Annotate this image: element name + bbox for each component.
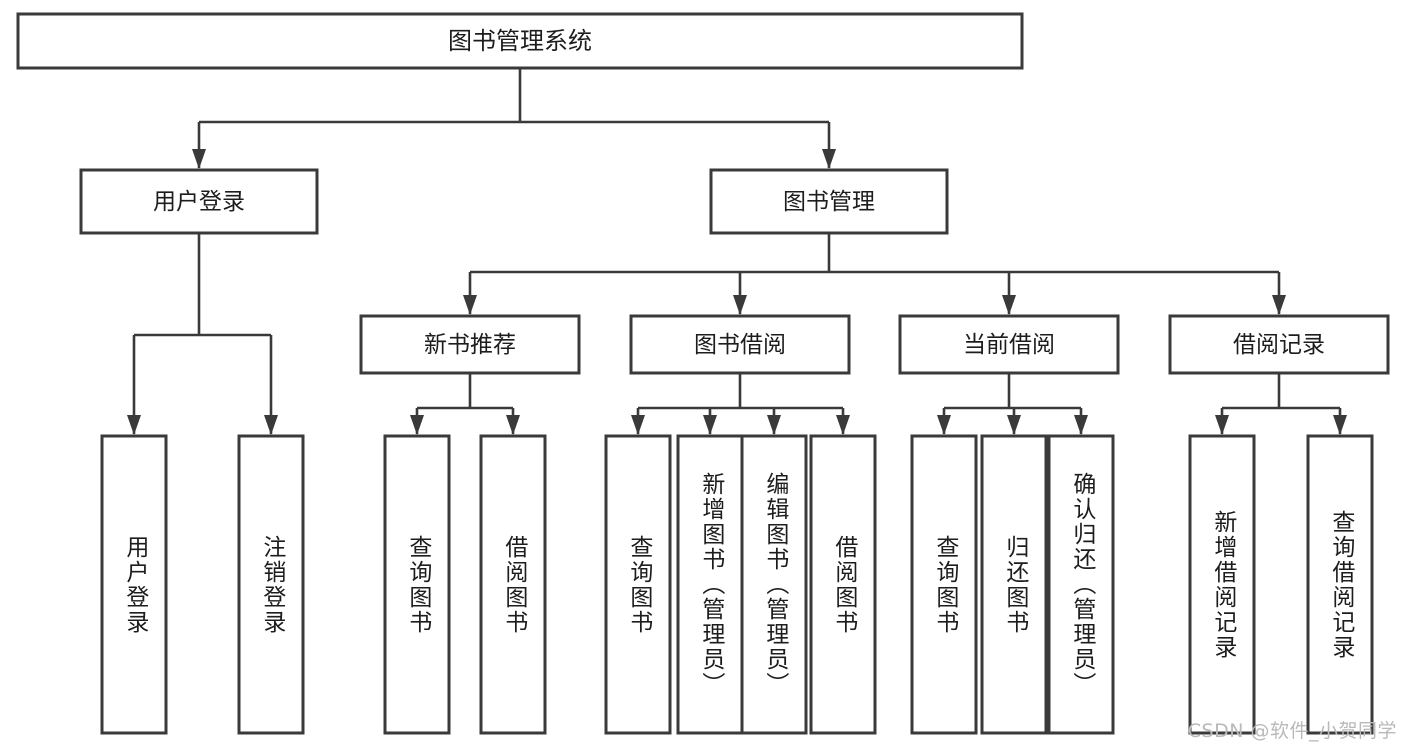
node-box[interactable] — [910, 434, 978, 735]
leaf-node-注销登录-1[interactable] — [237, 434, 305, 735]
level1-node-图书管理-1[interactable] — [709, 168, 949, 235]
arrow-head-icon — [631, 415, 645, 435]
node-box[interactable] — [709, 168, 949, 235]
leaf-node-借阅图书-7[interactable] — [809, 434, 877, 735]
leaf-node-借阅图书-3[interactable] — [479, 434, 547, 735]
node-box[interactable] — [1306, 434, 1374, 735]
arrow-head-icon — [127, 415, 141, 435]
arrow-head-icon — [733, 295, 747, 315]
level2-node-图书借阅-1[interactable] — [629, 314, 851, 375]
arrow-head-icon — [703, 415, 717, 435]
node-box[interactable] — [1047, 434, 1115, 735]
arrow-head-icon — [836, 415, 850, 435]
arrow-head-icon — [822, 149, 836, 169]
node-box[interactable] — [16, 12, 1024, 70]
arrow-head-icon — [767, 415, 781, 435]
arrow-head-icon — [410, 415, 424, 435]
node-label: 用户登录 — [153, 189, 245, 215]
level2-node-借阅记录-3[interactable] — [1168, 314, 1390, 375]
node-box[interactable] — [980, 434, 1048, 735]
level2-node-新书推荐-0[interactable] — [359, 314, 581, 375]
node-box[interactable] — [359, 314, 581, 375]
arrow-head-icon — [1272, 295, 1286, 315]
node-label: 图书管理系统 — [448, 27, 592, 55]
node-box[interactable] — [676, 434, 744, 735]
node-box[interactable] — [1168, 314, 1390, 375]
leaf-node-新增借阅记录-11[interactable] — [1188, 434, 1256, 735]
arrow-head-icon — [1215, 415, 1229, 435]
leaf-node-查询图书-4[interactable] — [604, 434, 672, 735]
arrow-head-icon — [506, 415, 520, 435]
node-box[interactable] — [383, 434, 451, 735]
node-box[interactable] — [809, 434, 877, 735]
node-box[interactable] — [479, 434, 547, 735]
node-label: 图书借阅 — [694, 332, 786, 358]
node-label: 借阅记录 — [1233, 332, 1325, 358]
level2-node-当前借阅-2[interactable] — [898, 314, 1120, 375]
leaf-node-确认归还管理员-10[interactable] — [1047, 434, 1115, 735]
connectors-layer — [127, 68, 1347, 435]
arrow-head-icon — [264, 415, 278, 435]
boxes-layer — [16, 12, 1390, 735]
leaf-node-归还图书-9[interactable] — [980, 434, 1048, 735]
node-label: 新书推荐 — [424, 332, 516, 358]
arrow-head-icon — [1074, 415, 1088, 435]
node-label: 当前借阅 — [963, 332, 1055, 358]
root-node-图书管理系统-0[interactable] — [16, 12, 1024, 70]
arrow-head-icon — [1333, 415, 1347, 435]
arrow-head-icon — [1007, 415, 1021, 435]
arrow-head-icon — [937, 415, 951, 435]
node-box[interactable] — [100, 434, 168, 735]
node-box[interactable] — [79, 168, 319, 235]
leaf-node-查询借阅记录-12[interactable] — [1306, 434, 1374, 735]
leaf-node-查询图书-2[interactable] — [383, 434, 451, 735]
watermark: CSDN @软件_小贺同学 — [1187, 720, 1397, 742]
level1-node-用户登录-0[interactable] — [79, 168, 319, 235]
leaf-node-编辑图书管理员-6[interactable] — [740, 434, 808, 735]
node-label: 图书管理 — [783, 189, 875, 215]
node-box[interactable] — [898, 314, 1120, 375]
node-box[interactable] — [1188, 434, 1256, 735]
leaf-node-查询图书-8[interactable] — [910, 434, 978, 735]
arrow-head-icon — [463, 295, 477, 315]
node-box[interactable] — [629, 314, 851, 375]
node-box[interactable] — [604, 434, 672, 735]
arrow-head-icon — [192, 149, 206, 169]
node-box[interactable] — [237, 434, 305, 735]
leaf-node-新增图书管理员-5[interactable] — [676, 434, 744, 735]
node-box[interactable] — [740, 434, 808, 735]
arrow-head-icon — [1002, 295, 1016, 315]
leaf-node-用户登录-0[interactable] — [100, 434, 168, 735]
